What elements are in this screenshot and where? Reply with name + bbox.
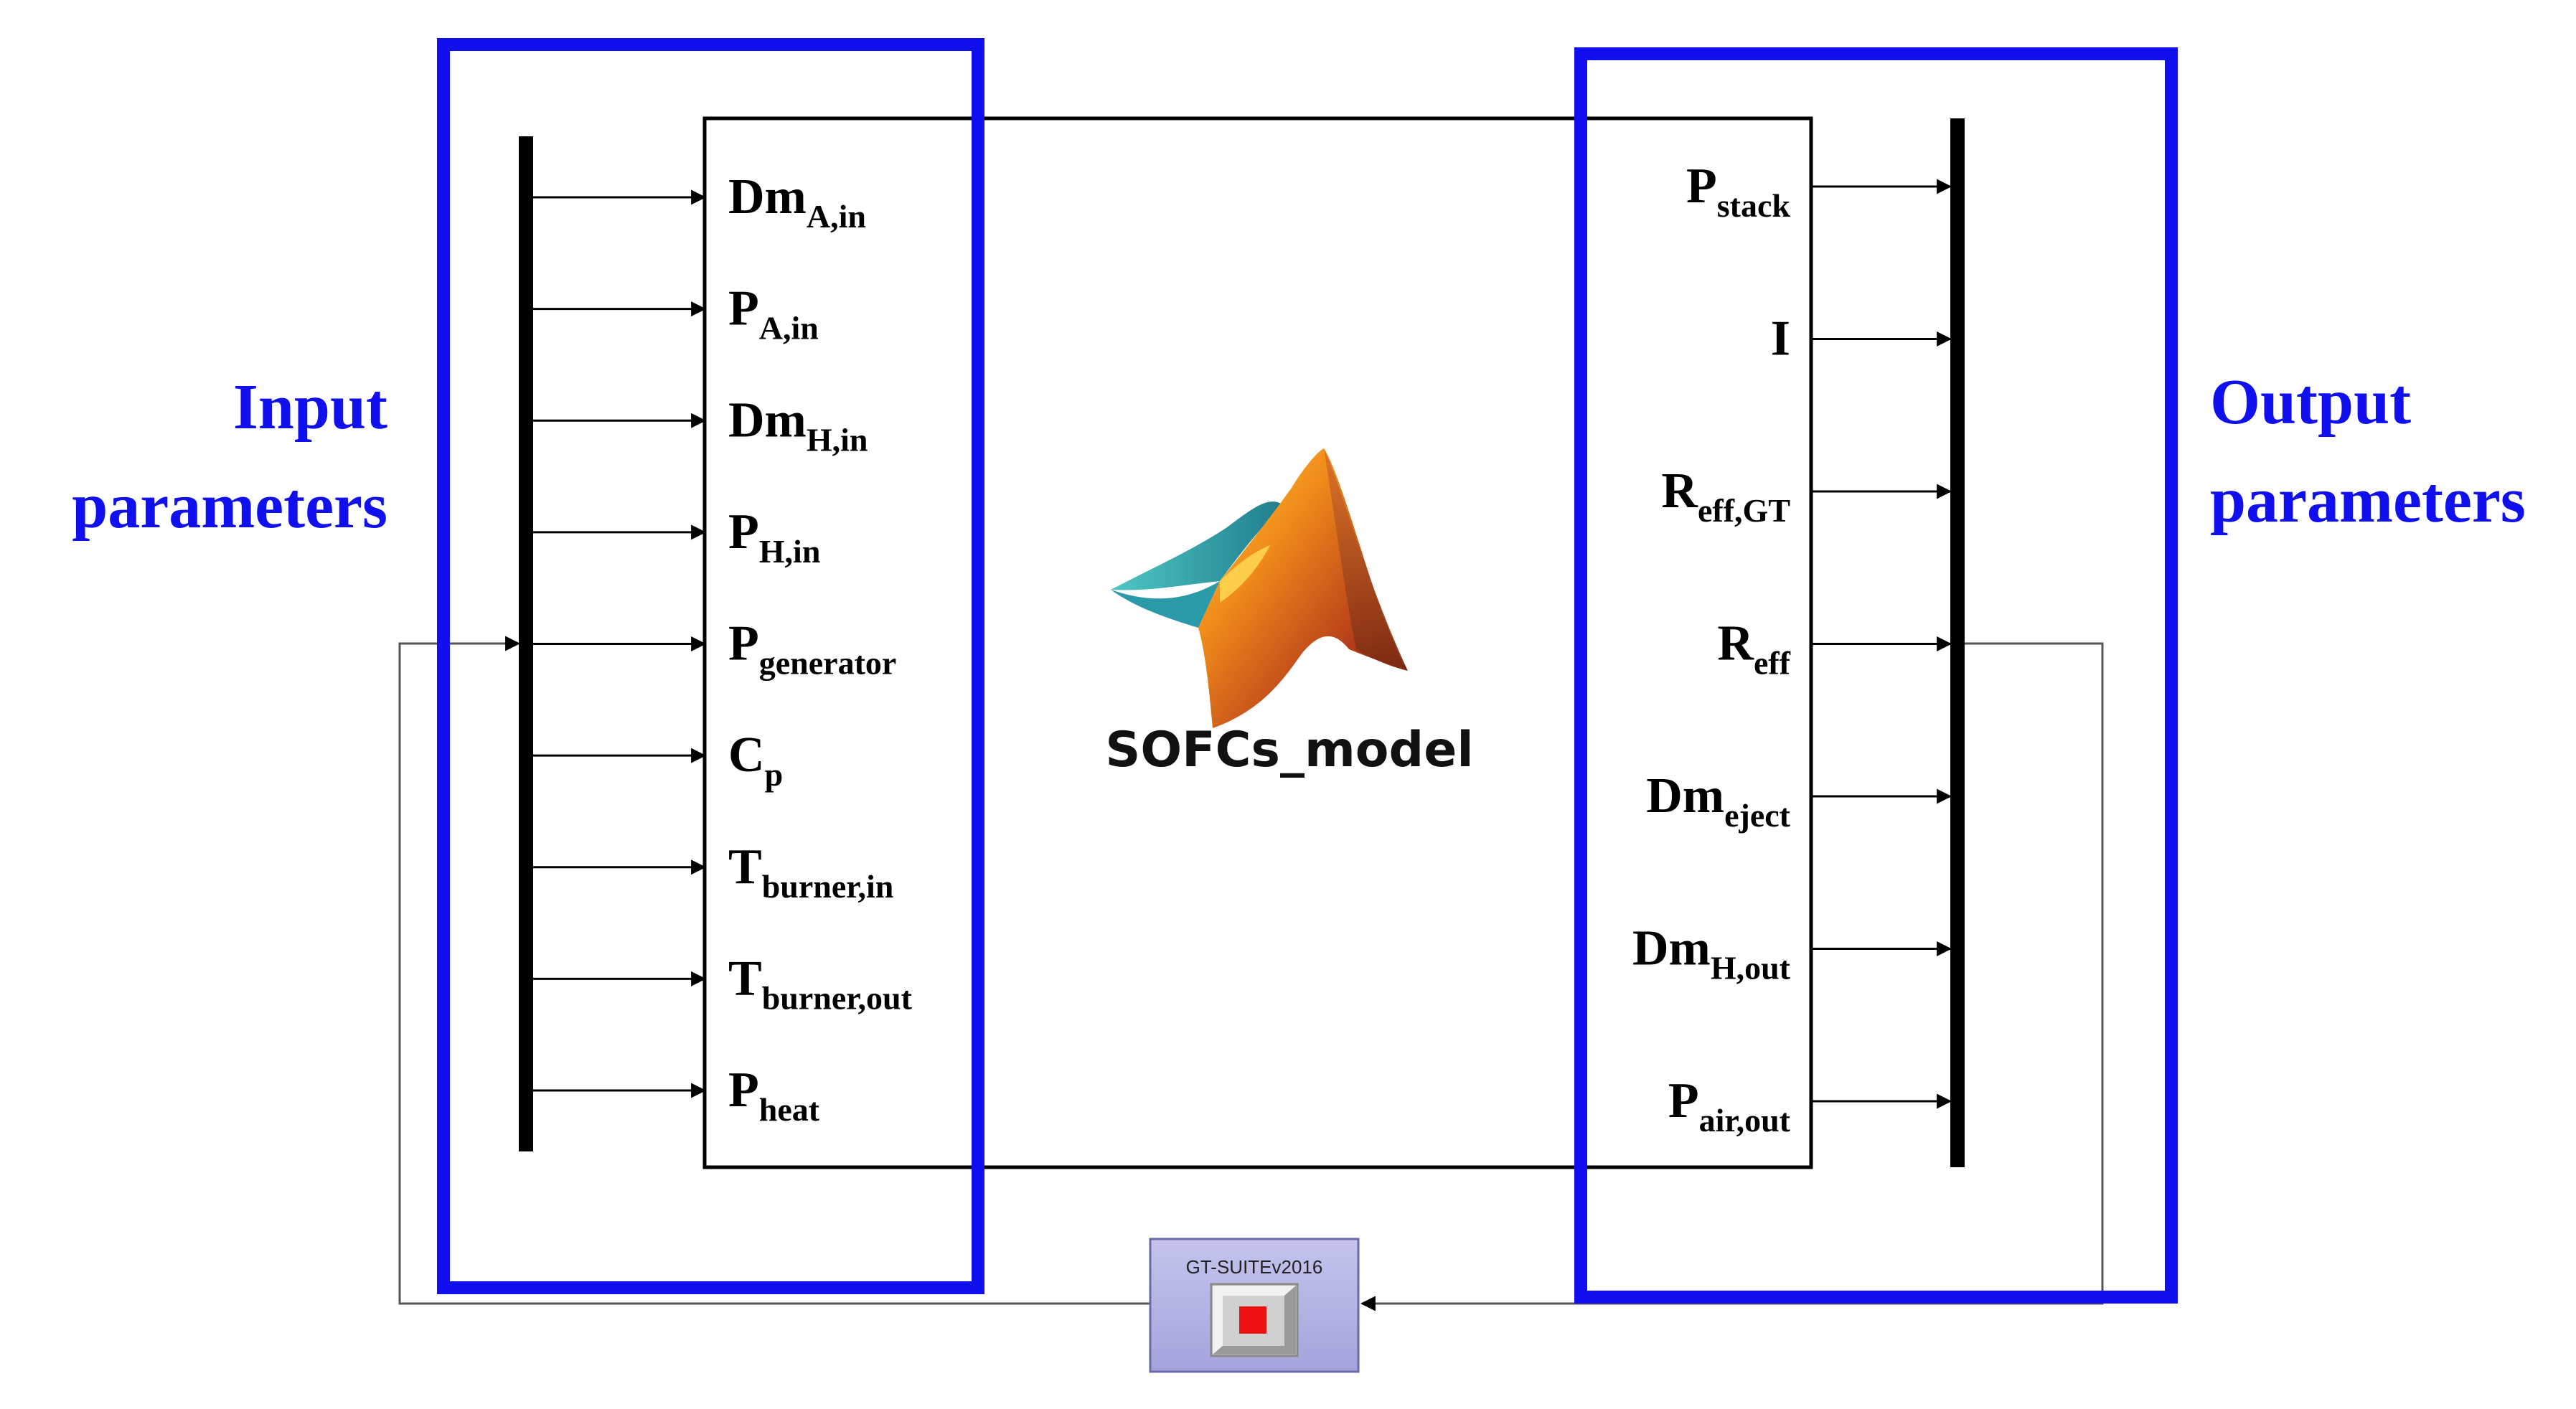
output-label-1-main: I <box>1771 311 1790 367</box>
input-label-6-sub: burner,in <box>762 868 894 905</box>
model-name: SOFCs_model <box>1105 722 1473 778</box>
output-label-4-main: Dm <box>1646 768 1724 824</box>
output-label-5: DmH,out <box>1632 921 1791 986</box>
input-label-5-sub: p <box>765 756 784 793</box>
input-title-line2: parameters <box>72 471 387 542</box>
matlab-membrane-icon <box>1111 448 1408 728</box>
gt-suite-title: GT-SUITEv2016 <box>1186 1256 1323 1278</box>
output-label-0-sub: stack <box>1717 187 1791 224</box>
output-label-1: I <box>1771 311 1790 367</box>
output-label-5-main: Dm <box>1632 921 1711 976</box>
input-label-4: Pgenerator <box>728 616 896 682</box>
output-signal-lines <box>1811 179 1952 1109</box>
output-label-3-main: R <box>1717 616 1754 671</box>
output-label-6-main: P <box>1668 1073 1699 1128</box>
input-mux-bar[interactable] <box>519 136 533 1151</box>
input-label-8: Pheat <box>728 1062 820 1128</box>
input-port-labels: DmA,inPA,inDmH,inPH,inPgeneratorCpTburne… <box>728 169 913 1128</box>
input-label-3-main: P <box>728 504 759 560</box>
feedback-line-input[interactable] <box>398 636 1150 1305</box>
output-title-line1: Output <box>2210 367 2411 438</box>
input-label-4-main: P <box>728 616 759 671</box>
input-label-0-sub: A,in <box>807 198 866 235</box>
stop-square-icon <box>1210 1283 1299 1357</box>
output-demux-bar[interactable] <box>1950 118 1965 1167</box>
output-title-line2: parameters <box>2210 465 2526 536</box>
input-label-3: PH,in <box>728 504 820 570</box>
input-label-8-sub: heat <box>759 1091 820 1128</box>
input-title-line1: Input <box>233 372 387 443</box>
input-label-5: Cp <box>728 727 783 793</box>
output-label-4-sub: eject <box>1724 797 1791 834</box>
input-label-1: PA,in <box>728 281 819 347</box>
input-label-1-sub: A,in <box>759 310 819 347</box>
input-signal-lines <box>533 189 707 1098</box>
gt-suite-block[interactable]: GT-SUITEv2016 <box>1149 1238 1360 1373</box>
input-label-2-sub: H,in <box>807 421 868 458</box>
output-label-3-sub: eff <box>1754 645 1791 682</box>
output-label-3: Reff <box>1717 616 1790 682</box>
input-label-0-main: Dm <box>728 169 807 225</box>
input-label-3-sub: H,in <box>759 533 821 570</box>
output-label-2-main: R <box>1661 463 1698 519</box>
output-label-6-sub: air,out <box>1699 1102 1791 1139</box>
input-highlight-box <box>437 38 984 1294</box>
input-label-7: Tburner,out <box>728 951 913 1016</box>
input-label-7-main: T <box>728 951 762 1006</box>
output-label-6: Pair,out <box>1668 1073 1791 1139</box>
input-label-0: DmA,in <box>728 169 866 235</box>
input-label-6: Tburner,in <box>728 839 893 905</box>
output-label-4: Dmeject <box>1646 768 1790 834</box>
input-label-8-main: P <box>728 1062 759 1118</box>
input-label-1-main: P <box>728 281 759 336</box>
output-label-0: Pstack <box>1686 159 1790 224</box>
output-label-0-main: P <box>1686 159 1717 214</box>
input-label-5-main: C <box>728 727 765 783</box>
input-label-6-main: T <box>728 839 762 895</box>
input-label-7-sub: burner,out <box>762 979 913 1016</box>
output-highlight-box <box>1574 47 2178 1304</box>
input-label-2-main: Dm <box>728 392 807 448</box>
output-label-5-sub: H,out <box>1711 950 1791 986</box>
input-label-4-sub: generator <box>759 645 897 682</box>
output-label-2: Reff,GT <box>1661 463 1790 529</box>
input-label-2: DmH,in <box>728 392 868 458</box>
output-label-2-sub: eff,GT <box>1698 492 1790 529</box>
